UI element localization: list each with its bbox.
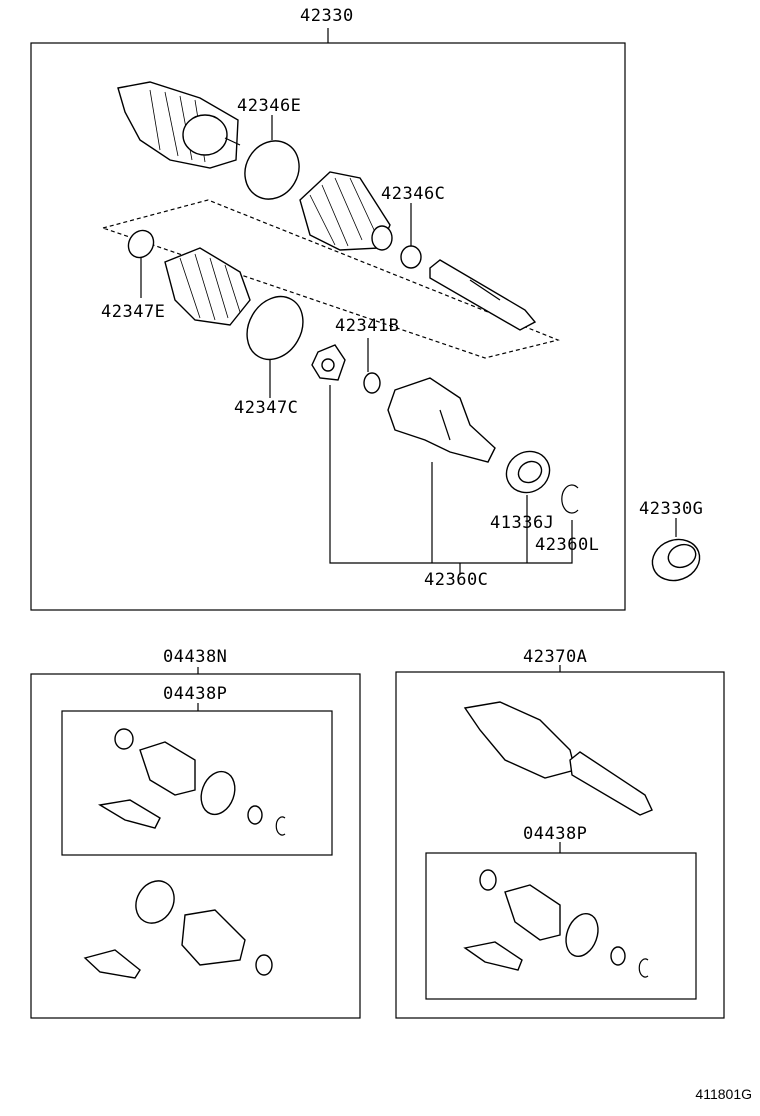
label-kit-left-title: 04438N [163,647,228,667]
leader-42360C [329,385,573,564]
outboard-cv-joint [117,81,241,169]
label-42360L: 42360L [535,535,600,555]
label-41336J: 41336J [490,513,555,533]
boot-inboard-icon [164,247,251,326]
boot-42346C-icon [299,171,393,251]
kit-left-inner-frame [61,710,333,856]
label-42330G: 42330G [639,499,704,519]
label-42347C: 42347C [234,398,299,418]
kit-left-frame [30,673,361,1019]
label-main-assembly: 42330 [300,6,354,26]
drive-shaft-icon [429,259,537,331]
label-42346C: 42346C [381,184,446,204]
clamp-42347E-icon [127,229,155,259]
label-kit-right-title: 42370A [523,647,588,667]
kit-right-inner-frame [425,852,697,1000]
kit-left-parts-icons [83,728,286,979]
kit-right-shaft-icon [463,701,653,816]
label-42346E: 42346E [237,96,302,116]
label-42341B: 42341B [335,316,400,336]
inboard-joint-housing-icon [387,377,496,463]
snap-ring-icon [363,372,381,394]
clamp-42346E-icon [244,140,300,200]
bearing-42330G-icon [651,538,701,582]
clamp-small-icon [400,245,422,269]
tripod-joint-icon [311,344,346,381]
label-42347E: 42347E [101,302,166,322]
clamp-42347C-icon [246,295,304,361]
kit-right-parts-icons [463,869,649,978]
figure-code: 411801G [695,1086,752,1102]
boot-kit-dashed-outline [102,199,560,359]
circlip-42360L-icon [561,484,579,514]
label-42360C: 42360C [424,570,489,590]
label-kit-right-inner: 04438P [523,824,588,844]
label-kit-left-inner: 04438P [163,684,228,704]
